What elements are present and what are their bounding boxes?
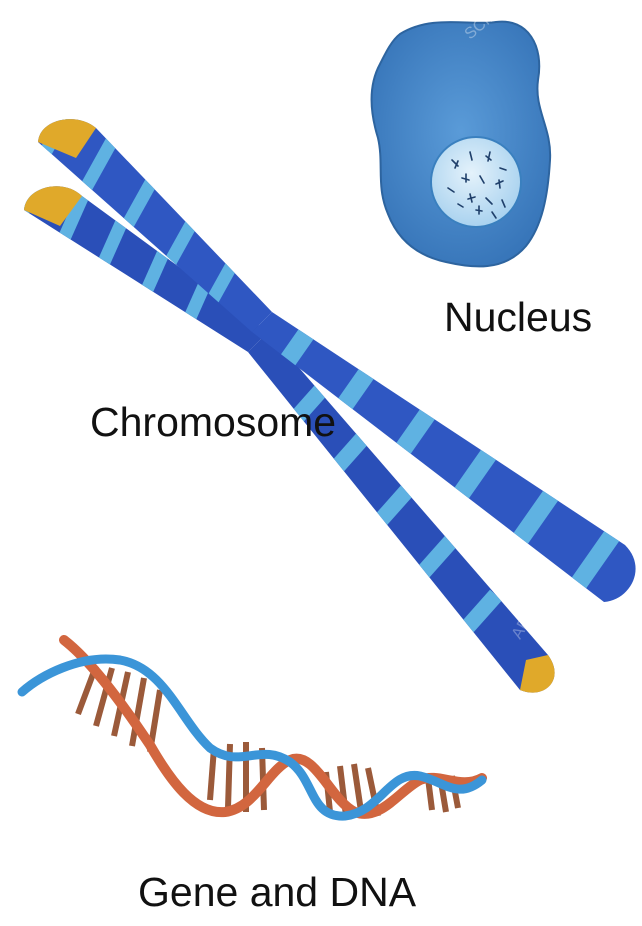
chromosome-watermark: ARY xyxy=(509,605,540,642)
chromosome-label: Chromosome xyxy=(90,402,336,443)
nucleus-inner-body xyxy=(431,137,521,227)
gene-dna-label: Gene and DNA xyxy=(138,872,416,913)
dna-helix xyxy=(22,640,482,818)
nucleus-figure: SCIE xyxy=(372,6,551,266)
nucleus-label: Nucleus xyxy=(444,297,592,338)
